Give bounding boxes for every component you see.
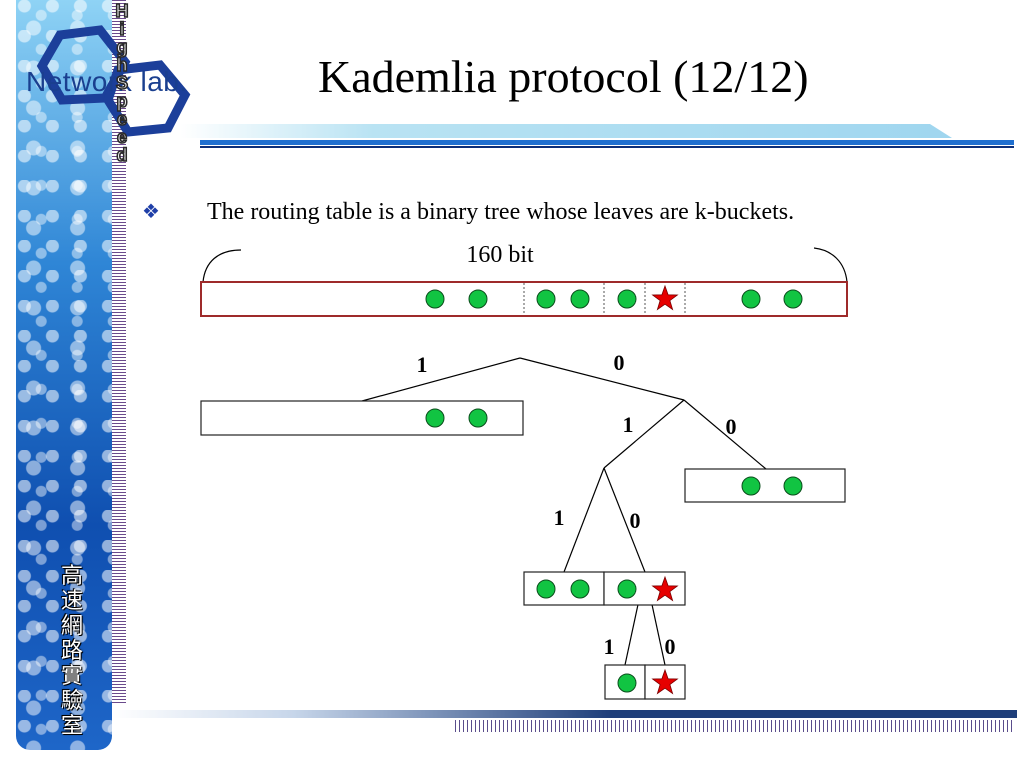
edge-label: 1 (604, 634, 615, 659)
brand-letter: e (116, 109, 128, 129)
id-space-label: 160 bit (466, 242, 534, 268)
node-dot (741, 476, 761, 496)
cn-char: 路 (60, 639, 83, 664)
node-dot (617, 673, 637, 693)
node-dot (468, 289, 488, 309)
cn-char: 實 (60, 664, 83, 689)
tree-edge (603, 467, 646, 573)
brand-letter: e (116, 127, 128, 147)
title-underline-bar (180, 124, 1014, 148)
id-space-bracket (813, 247, 848, 283)
sidebar-water-decoration (16, 0, 112, 750)
sidebar-stripes-decoration (112, 0, 126, 705)
cn-char: 室 (60, 714, 83, 739)
k-bucket (684, 468, 846, 503)
edge-label: 0 (630, 508, 641, 533)
self-node-star-icon (651, 575, 679, 602)
id-space-bracket (202, 249, 242, 283)
cn-char: 速 (60, 589, 83, 614)
node-dot (425, 408, 445, 428)
brand-letter: h (116, 55, 129, 75)
vertical-brand-text: H i g h S p e e d (110, 1, 134, 165)
node-dot (536, 289, 556, 309)
node-dot (570, 579, 590, 599)
brand-letter: i (119, 19, 126, 39)
node-dot (468, 408, 488, 428)
tree-edge (603, 399, 685, 469)
self-node-star-icon (651, 284, 679, 311)
self-node-star-icon (651, 668, 679, 695)
cn-char: 高 (60, 564, 83, 589)
k-bucket (523, 571, 605, 606)
node-dot (741, 289, 761, 309)
edge-label: 0 (665, 634, 676, 659)
footer-bar (112, 710, 1017, 718)
node-dot (617, 289, 637, 309)
logo-text: Network lab. (26, 66, 188, 97)
edge-label: 1 (623, 412, 634, 437)
node-dot (783, 289, 803, 309)
edge-label: 1 (417, 352, 428, 377)
edge-label: 0 (614, 350, 625, 375)
footer-ticks (455, 720, 1015, 732)
edge-label: 1 (554, 505, 565, 530)
edge-label: 0 (726, 414, 737, 439)
cn-char: 網 (60, 614, 83, 639)
node-dot (536, 579, 556, 599)
slide-title: Kademlia protocol (12/12) (318, 51, 809, 102)
node-dot (425, 289, 445, 309)
brand-letter: g (116, 37, 129, 57)
brand-letter: p (116, 91, 129, 111)
logo-hexagon-icon (36, 25, 191, 137)
tree-edge (361, 357, 521, 402)
node-dot (617, 579, 637, 599)
cn-char: 驗 (60, 689, 83, 714)
brand-letter: S (115, 73, 129, 93)
tree-edge (519, 357, 685, 401)
node-dot (783, 476, 803, 496)
brand-letter: H (115, 1, 130, 21)
diamond-bullet-icon: ❖ (142, 201, 160, 223)
vertical-chinese-label: 高 速 網 路 實 驗 室 (52, 564, 92, 739)
bullet-text: The routing table is a binary tree whose… (207, 199, 795, 225)
brand-letter: d (116, 145, 129, 165)
tree-edge (563, 467, 605, 573)
node-dot (570, 289, 590, 309)
tree-edge (683, 399, 767, 470)
